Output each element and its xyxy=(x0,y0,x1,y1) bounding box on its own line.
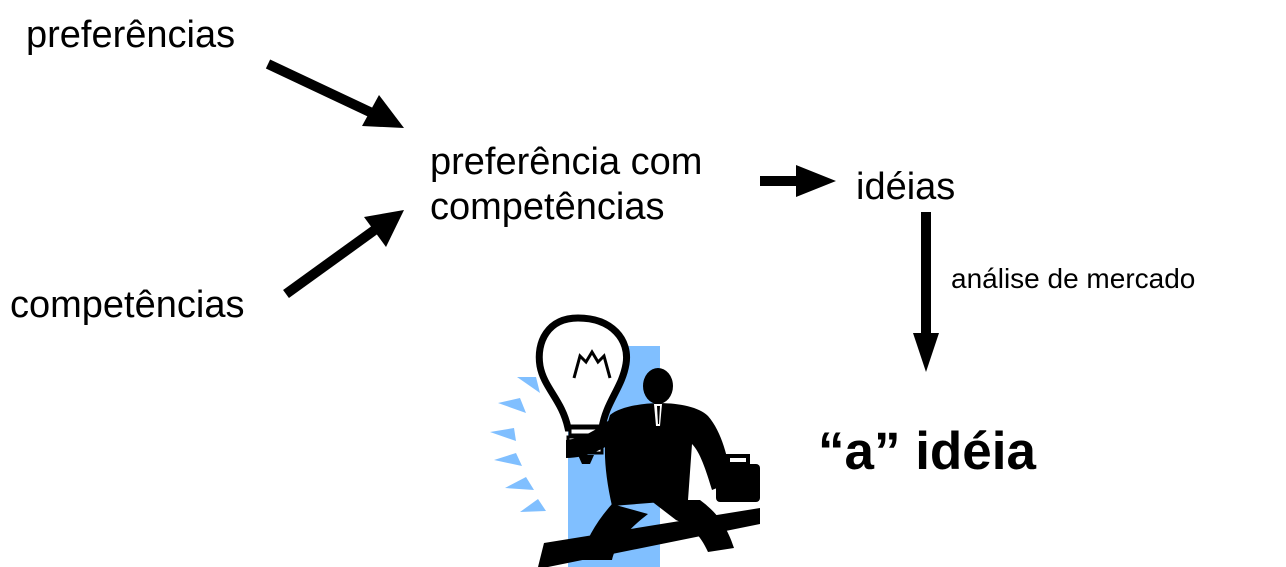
node-ideias: idéias xyxy=(856,166,956,208)
node-competencias: competências xyxy=(10,284,245,326)
node-a-ideia: “a” idéia xyxy=(818,422,1036,481)
node-preferencias: preferências xyxy=(26,14,236,56)
arrow-competencias-to-combined xyxy=(283,210,404,299)
node-combined-line2: competências xyxy=(430,186,665,228)
arrow-combined-to-ideias xyxy=(760,165,836,197)
edge-label-analise-de-mercado: análise de mercado xyxy=(951,263,1196,294)
node-preferencia-com-competencias: preferência com competências xyxy=(430,140,702,230)
arrow-ideias-to-final xyxy=(913,212,939,372)
node-combined-line1: preferência com xyxy=(430,141,703,183)
arrow-preferencias-to-combined xyxy=(265,59,404,128)
glow-rays-icon xyxy=(490,377,546,512)
ramp xyxy=(538,508,760,567)
